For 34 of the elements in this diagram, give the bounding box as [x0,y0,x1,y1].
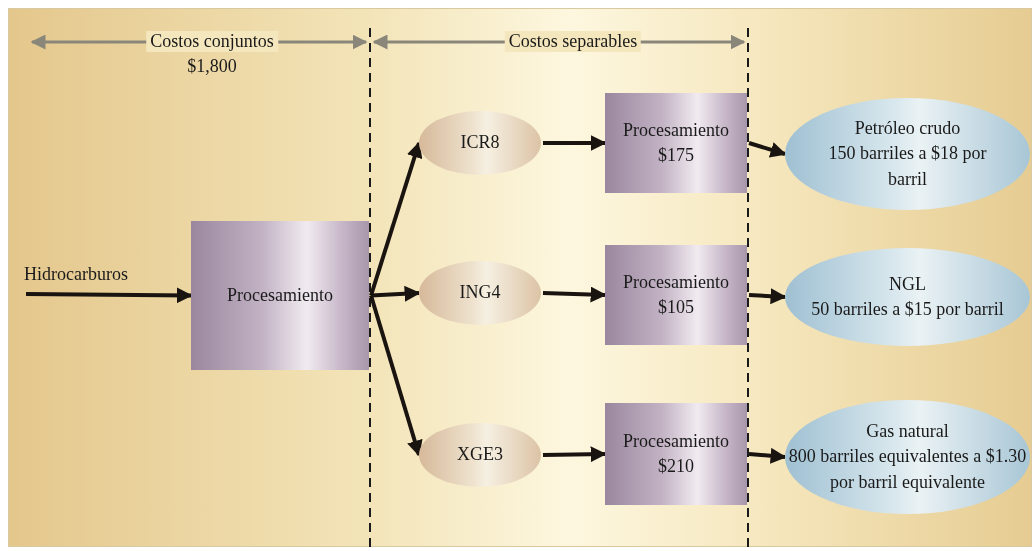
arrow [370,285,421,302]
node-detail: $210 [658,455,694,478]
node-detail: $105 [658,296,694,319]
arrow [542,286,607,303]
node-detail: 150 barriles a $18 por barril [827,142,988,191]
process-box [605,245,747,345]
arrow [748,288,787,305]
arrow [369,141,423,297]
node-title: NGL [889,272,926,296]
arrow [748,141,787,158]
node-title: XGE3 [457,443,503,467]
arrow [748,447,787,464]
arrow [543,135,607,151]
process-box [605,403,747,505]
node-title: Procesamiento [623,270,729,294]
arrow [542,446,607,463]
node-title: Procesamiento [227,283,333,307]
section-label: $1,800 [186,56,238,77]
arrow [25,287,193,304]
node-title: Petróleo crudo [854,117,961,141]
node-title: Hidrocarburos [24,263,128,286]
node-title: ICR8 [460,131,500,155]
node-title: Procesamiento [623,118,729,142]
node-detail: 50 barriles a $15 por barril [811,298,1004,321]
section-label: Costos conjuntos [146,31,278,52]
node-title: Gas natural [866,420,949,444]
process-box [191,221,369,370]
node-detail: $175 [658,144,694,167]
node-title: Procesamiento [623,429,729,453]
section-label: Costos separables [504,31,642,52]
node-detail: 800 barriles equivalentes a $1.30 por barril equivalente [787,445,1028,494]
arrow [369,294,423,457]
node-title: ING4 [459,281,501,305]
process-box [605,93,747,193]
